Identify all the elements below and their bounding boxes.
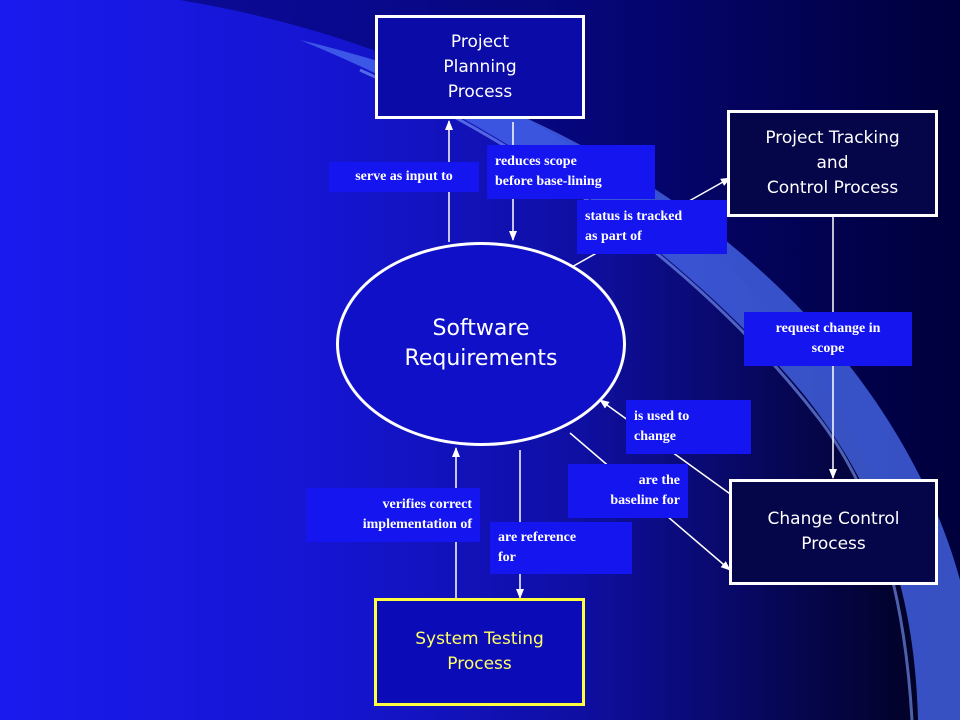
label-line: reduces scope (495, 154, 577, 169)
node-line: System Testing (415, 629, 544, 649)
node-system-testing: System Testing Process (374, 598, 585, 706)
label-line: serve as input to (355, 169, 453, 184)
label-line: baseline for (610, 493, 680, 508)
node-project-planning: Project Planning Process (375, 15, 585, 119)
label-line: as part of (585, 229, 642, 244)
label-line: are the (638, 473, 680, 488)
label-baseline-for: are the baseline for (568, 464, 688, 518)
node-project-tracking: Project Tracking and Control Process (727, 110, 938, 217)
label-status-tracked: status is tracked as part of (577, 200, 727, 254)
node-line: Project (450, 31, 510, 52)
label-line: for (498, 550, 516, 565)
label-line: is used to (634, 409, 690, 424)
node-line: Control Process (766, 178, 899, 198)
node-line: Process (801, 534, 866, 554)
node-line: Process (447, 81, 513, 102)
label-line: implementation of (362, 517, 472, 532)
node-software-requirements: Software Requirements (336, 242, 626, 446)
label-line: change (634, 429, 676, 444)
node-line: Change Control (767, 509, 900, 529)
node-change-control: Change Control Process (729, 479, 938, 585)
node-line: Planning (443, 56, 517, 77)
label-used-to-change: is used to change (626, 400, 751, 454)
label-line: are reference (498, 530, 577, 545)
label-verifies: verifies correct implementation of (306, 488, 480, 542)
node-line: Process (447, 654, 512, 674)
label-line: before base-lining (495, 174, 602, 189)
label-reference-for: are reference for (490, 522, 632, 574)
label-line: scope (811, 341, 845, 356)
label-line: request change in (775, 321, 881, 336)
label-reduces-scope: reduces scope before base-lining (487, 145, 655, 199)
node-line: Project Tracking (765, 128, 900, 148)
label-line: verifies correct (382, 497, 472, 512)
node-line: Requirements (404, 346, 558, 371)
label-line: status is tracked (585, 209, 683, 224)
label-serve-as-input: serve as input to (329, 162, 479, 192)
node-line: Software (432, 316, 530, 341)
node-line: and (816, 153, 849, 173)
label-request-change: request change in scope (744, 312, 912, 366)
